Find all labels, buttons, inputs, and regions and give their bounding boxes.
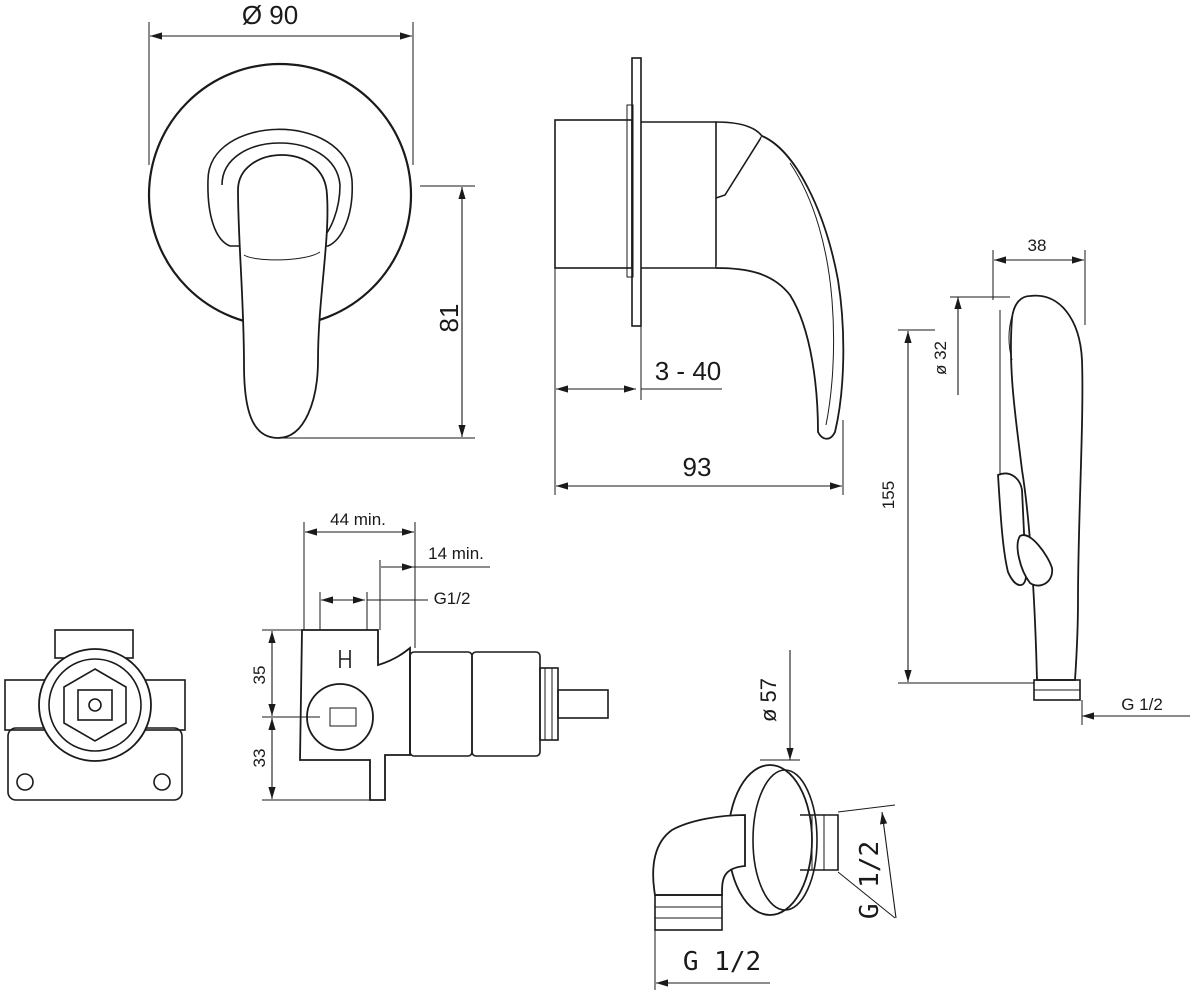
dimension-label-diameter-32: ø 32: [931, 341, 950, 375]
trigger-button: [1016, 534, 1053, 587]
cartridge-cap: [471, 651, 541, 757]
dimension-label-thread-side: G 1/2: [855, 841, 885, 919]
lever-handle-side: [715, 135, 845, 440]
dimension-label-width-38: 38: [1028, 236, 1047, 255]
dimension-label-diameter-57: ø 57: [756, 678, 781, 722]
wall-flange-inner: [752, 769, 818, 911]
lever-handle-side-edge: [789, 162, 835, 426]
dimension-label-wall-range: 3 - 40: [655, 356, 722, 386]
outlet-port-inner: [329, 707, 357, 727]
elbow-body: [652, 814, 746, 896]
cartridge-spindle: [557, 689, 609, 719]
mounting-screw-right: [153, 773, 171, 791]
hot-marking: [339, 650, 351, 668]
cartridge-body: [409, 651, 473, 757]
plate-seal: [626, 104, 634, 278]
spindle-center: [88, 698, 102, 712]
valve-body-side-view: 44 min. 14 min. G1/2 35 33: [250, 510, 609, 801]
dimension-label-thread-shower: G 1/2: [1121, 695, 1163, 714]
mixer-front-view: Ø 90 81: [147, 0, 475, 439]
escutcheon-plate-side: [631, 57, 642, 327]
handle-base-inner: [221, 142, 341, 239]
wall-outlet-view: ø 57 G 1/2 G 1/2: [652, 650, 897, 990]
hex-nut: [63, 668, 127, 742]
lever-handle-front: [237, 154, 329, 439]
elbow-thread-outlet: [654, 894, 723, 931]
mounting-screw-left: [16, 773, 34, 791]
dimension-label-height-81: 81: [434, 304, 464, 333]
valve-body-front-view: [4, 629, 186, 801]
hand-shower-view: 38 ø 32 155 G 1/2: [879, 236, 1190, 725]
cartridge-stem-base: [539, 667, 559, 741]
dimension-label-length-155: 155: [879, 481, 898, 509]
dimension-label-thread-valve: G1/2: [434, 589, 471, 608]
lever-handle-crease: [243, 251, 321, 261]
valve-body-middle-ring: [48, 658, 142, 752]
dimension-label-thread-bottom: G 1/2: [683, 947, 761, 977]
dimension-label-depth-93: 93: [683, 452, 712, 482]
dimension-label-lower-33: 33: [250, 749, 269, 768]
handle-hub-side: [641, 121, 717, 269]
handle-base-outer: [207, 128, 353, 247]
valve-body-outer-ring: [38, 648, 152, 762]
mixer-side-view: 3 - 40 93: [554, 57, 845, 495]
wall-thread-nipple: [800, 814, 839, 871]
spindle-square: [77, 689, 113, 721]
dimension-line-thread-side: [879, 811, 897, 919]
dimension-label-diameter-90: Ø 90: [242, 0, 298, 30]
valve-body-side: [554, 119, 633, 269]
dimension-label-min-depth-44: 44 min.: [330, 510, 386, 529]
dimension-label-min-depth-14: 14 min.: [428, 544, 484, 563]
dimension-label-upper-35: 35: [250, 666, 269, 685]
